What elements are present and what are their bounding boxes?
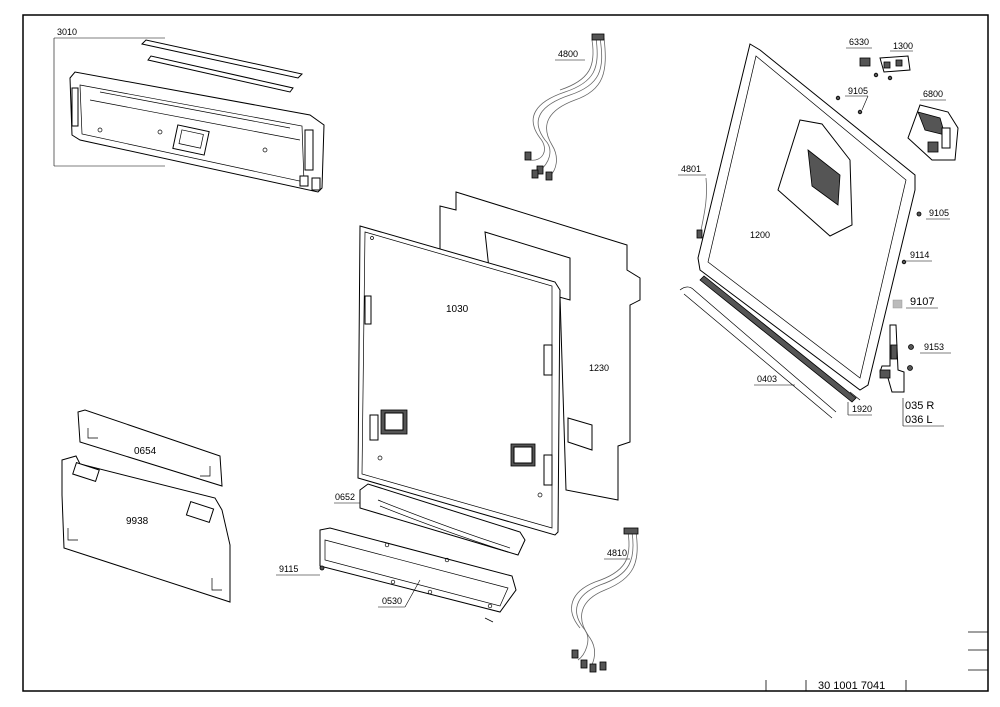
label-4810: 4810 xyxy=(607,548,627,558)
label-4800: 4800 xyxy=(558,49,578,59)
part-1030-inner-door: 1030 xyxy=(357,225,561,536)
label-9105-right: 9105 xyxy=(929,208,949,218)
label-0652: 0652 xyxy=(335,492,355,502)
label-3010: 3010 xyxy=(57,27,77,37)
label-036l: 036 L xyxy=(905,414,933,426)
label-9114: 9114 xyxy=(910,250,929,260)
part-4810-wire-harness: 4810 xyxy=(571,527,639,673)
label-9105-top: 9105 xyxy=(848,86,868,96)
label-1920: 1920 xyxy=(852,404,872,414)
part-9105-screws-top: 9105 xyxy=(835,86,869,115)
part-6330-1300-latch: 6330 1300 xyxy=(846,37,913,81)
label-6330: 6330 xyxy=(849,37,869,47)
part-9938-panel: 9938 xyxy=(61,455,231,603)
label-0654: 0654 xyxy=(134,446,157,457)
label-035r: 035 R xyxy=(905,400,934,412)
part-4801-wire: 4801 xyxy=(678,164,707,239)
label-9938: 9938 xyxy=(126,516,149,527)
part-6800-module: 6800 xyxy=(907,89,959,161)
label-1230: 1230 xyxy=(589,363,609,373)
label-0403: 0403 xyxy=(757,374,777,384)
part-0403-rail: 0403 1920 xyxy=(679,275,872,419)
part-0652-handle: 0652 xyxy=(334,483,526,556)
label-1300: 1300 xyxy=(893,41,913,51)
title-block: 30 1001 7041 xyxy=(765,631,988,692)
label-9115: 9115 xyxy=(279,564,298,574)
part-035-036-hinge: 035 R 036 L xyxy=(879,324,944,427)
label-1200: 1200 xyxy=(750,230,770,240)
label-1030: 1030 xyxy=(446,304,469,315)
label-9107: 9107 xyxy=(910,296,934,308)
label-6800: 6800 xyxy=(923,89,943,99)
label-9153: 9153 xyxy=(924,342,944,352)
part-0654-panel: 0654 xyxy=(77,409,223,487)
part-right-screws: 9105 9114 9107 9153 xyxy=(892,208,951,371)
part-4800-wire-harness: 4800 xyxy=(524,33,606,181)
label-0530: 0530 xyxy=(382,596,402,606)
drawing-number: 30 1001 7041 xyxy=(818,680,885,692)
part-1200-outer-door: 1200 xyxy=(697,43,916,401)
part-0530-kick-plate: 0530 9115 xyxy=(276,527,517,623)
part-3010-control-panel: 3010 xyxy=(53,27,325,193)
drawing-frame xyxy=(22,14,989,692)
label-4801: 4801 xyxy=(681,164,701,174)
